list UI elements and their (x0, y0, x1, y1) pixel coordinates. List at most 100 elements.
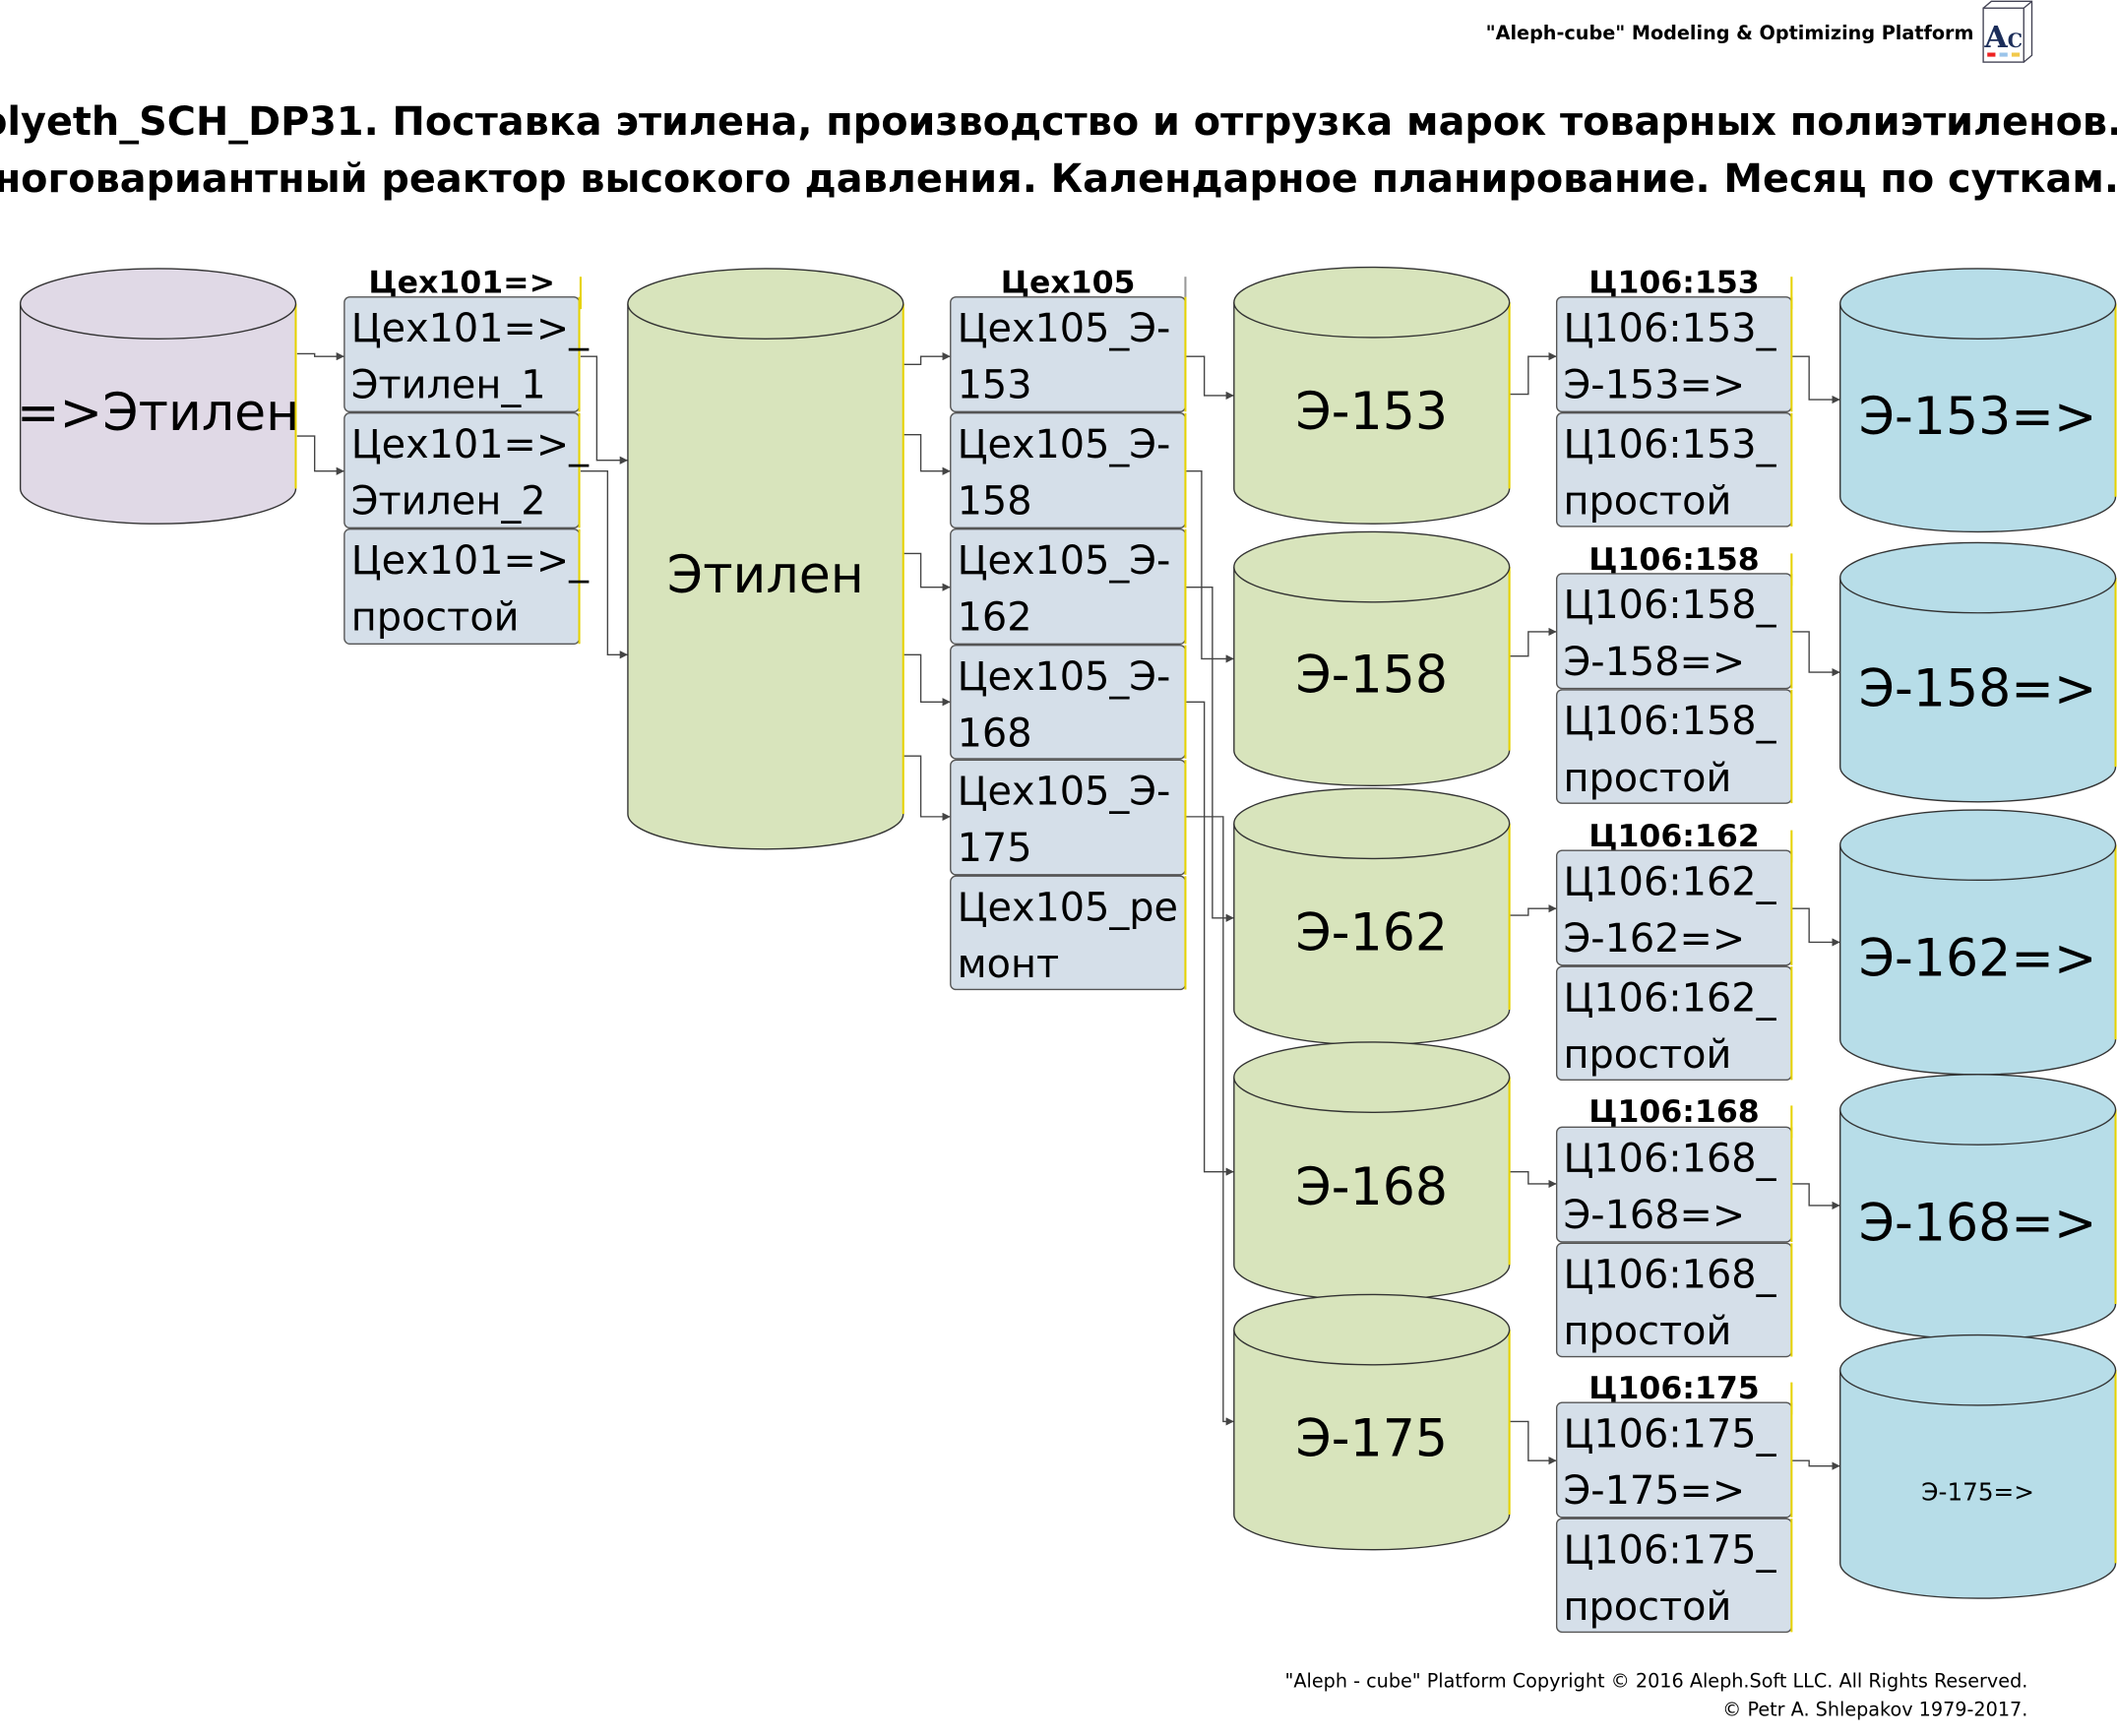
op-label-line2: 175 (958, 826, 1032, 871)
op-label-line1: Цех105_ре (958, 885, 1178, 930)
workshop105-op[interactable]: Цех105_Э- 168 (950, 644, 1187, 760)
output-tank[interactable]: Э-153=> (1839, 268, 2117, 533)
flow-connector (902, 755, 951, 821)
op-label-line1: Цех101=>_ (351, 422, 590, 467)
op-label-line2: простой (351, 595, 520, 641)
output-tank-label: Э-158=> (1859, 659, 2097, 718)
flow-connector (902, 352, 951, 366)
workshop106-idle-op[interactable]: Ц106:175_ простой (1555, 1518, 1793, 1634)
workshop101-header: Цех101=> (368, 266, 555, 301)
aleph-cube-logo: AC (1982, 0, 2033, 63)
main-tank-ethylene-label: Этилен (667, 546, 864, 605)
op-label-line1: Цех101=>_ (351, 538, 590, 584)
op-label-line2: простой (1564, 479, 1732, 525)
output-tank-label: Э-162=> (1859, 930, 2097, 989)
main-tank-ethylene[interactable]: Этилен (627, 268, 904, 850)
output-tank-label: Э-153=> (1859, 388, 2097, 447)
output-tank[interactable]: Э-168=> (1839, 1074, 2117, 1340)
workshop105-op[interactable]: Цех105_Э- 175 (950, 759, 1187, 876)
flow-connector (1185, 355, 1234, 401)
workshop106-ship-op[interactable]: Ц106:175_ Э-175=> (1555, 1401, 1793, 1519)
op-label-line1: Ц106:168_ (1564, 1137, 1777, 1182)
workshop106-ship-op[interactable]: Ц106:162_ Э-162=> (1555, 849, 1793, 966)
op-label-line1: Ц106:168_ (1564, 1253, 1777, 1298)
op-label-line1: Ц106:162_ (1564, 859, 1777, 904)
source-tank-ethylene-label: =>Этилен (17, 384, 299, 443)
workshop101-op[interactable]: Цех101=>_ простой (343, 528, 590, 645)
grade-tank[interactable]: Э-162 (1233, 787, 1511, 1046)
op-label-line1: Цех105_Э- (958, 654, 1171, 700)
op-label-line2: Этилен_1 (351, 363, 546, 408)
workshop106-ship-op[interactable]: Ц106:153_Э-153=> (1555, 296, 1793, 413)
op-label-line2: Э-175=> (1564, 1468, 1746, 1514)
workshop105-op[interactable]: Цех105_Э-162 (950, 528, 1187, 645)
flow-connector (296, 435, 344, 475)
flow-connector (902, 653, 951, 707)
grade-tank-label: Э-175 (1295, 1409, 1448, 1468)
flow-connector (902, 434, 951, 475)
op-label-line2: 153 (958, 363, 1032, 408)
workshop105-header: Цех105 (1001, 266, 1136, 301)
flow-connector (1509, 627, 1557, 657)
op-label-line2: простой (1564, 1032, 1732, 1078)
output-tank-label: Э-168=> (1859, 1195, 2097, 1254)
grade-tank[interactable]: Э-168 (1233, 1041, 1511, 1301)
flow-connector (1791, 631, 1840, 677)
workshop101-op[interactable]: Цех101=>_Этилен_1 (343, 296, 590, 413)
output-tank[interactable]: Э-175=> (1839, 1333, 2117, 1599)
workshop106-header: Ц106:162 (1588, 819, 1760, 854)
op-label-line1: Ц106:153_ (1564, 422, 1777, 467)
op-label-line2: Э-168=> (1564, 1193, 1746, 1238)
grade-tank[interactable]: Э-153 (1233, 266, 1511, 525)
op-label-line1: Цех105_Э- (958, 306, 1171, 351)
op-label-line1: Ц106:153_ (1564, 306, 1777, 351)
workshop106-idle-op[interactable]: Ц106:162_ простой (1555, 965, 1793, 1082)
op-label-line2: простой (1564, 756, 1732, 801)
op-label-line2: Э-162=> (1564, 916, 1746, 961)
source-tank-ethylene[interactable]: =>Этилен (17, 268, 299, 525)
workshop106-idle-op[interactable]: Ц106:168_простой (1555, 1242, 1793, 1358)
op-label-line2: простой (1564, 1584, 1732, 1630)
flow-connector (902, 552, 951, 591)
op-label-line2: монт (958, 942, 1060, 987)
workshop106-ship-op[interactable]: Ц106:158_Э-158=> (1555, 573, 1793, 690)
grade-tank[interactable]: Э-175 (1233, 1293, 1511, 1551)
op-label-line2: Этилен_2 (351, 479, 546, 525)
op-label-line1: Цех105_Э- (958, 770, 1171, 815)
grade-tank[interactable]: Э-158 (1233, 530, 1511, 786)
workshop105-op[interactable]: Цех105_Э- 153 (950, 296, 1187, 413)
platform-name: "Aleph-cube" Modeling & Optimizing Platf… (1486, 22, 1974, 44)
output-tank[interactable]: Э-162=> (1839, 809, 2117, 1076)
output-tank-label: Э-175=> (1921, 1478, 2034, 1507)
op-label-line1: Ц106:175_ (1564, 1527, 1777, 1573)
flow-connector (1509, 904, 1557, 916)
flow-connector (1791, 355, 1840, 404)
grade-tank-label: Э-153 (1295, 383, 1448, 442)
workshop106-ship-op[interactable]: Ц106:168_ Э-168=> (1555, 1126, 1793, 1243)
workshop101-op[interactable]: Цех101=>_ Этилен_2 (343, 412, 590, 529)
workshop106-header: Ц106:175 (1588, 1371, 1760, 1406)
flow-connector (1185, 470, 1234, 663)
workshop105-op[interactable]: Цех105_ре монт (950, 875, 1187, 991)
output-tank[interactable]: Э-158=> (1839, 541, 2117, 803)
workshop106-idle-op[interactable]: Ц106:153_ простой (1555, 412, 1793, 527)
op-label-line1: Ц106:158_ (1564, 699, 1777, 744)
workshop106-header: Ц106:168 (1588, 1094, 1760, 1130)
flow-connector (580, 470, 628, 659)
op-label-line1: Ц106:175_ (1564, 1411, 1777, 1457)
op-label-line1: Цех105_Э- (958, 422, 1171, 467)
flow-connector (1791, 1183, 1840, 1210)
op-label-line1: Ц106:162_ (1564, 975, 1777, 1021)
op-label-line2: 168 (958, 712, 1032, 757)
author-line: © Petr A. Shlepakov 1979-2017. (1722, 1698, 2027, 1720)
flow-connector (296, 352, 344, 361)
flow-connector (580, 355, 628, 465)
op-label-line1: Ц106:158_ (1564, 583, 1777, 628)
grade-tank-label: Э-158 (1295, 647, 1448, 706)
op-label-line1: Цех105_Э- (958, 538, 1171, 584)
workshop106-header: Ц106:153 (1588, 266, 1760, 301)
flow-connector (1509, 352, 1557, 396)
workshop105-op[interactable]: Цех105_Э-158 (950, 412, 1187, 529)
flow-connector (1185, 701, 1234, 1176)
workshop106-idle-op[interactable]: Ц106:158_ простой (1555, 689, 1793, 804)
